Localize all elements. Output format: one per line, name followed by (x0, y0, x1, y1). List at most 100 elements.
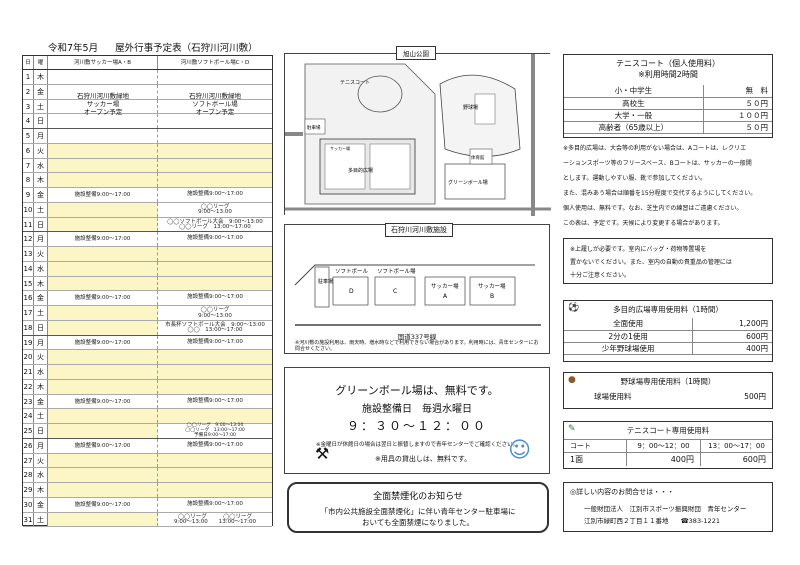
warning-box: ※上履しが必要です。室内にバッグ・荷物等置場を置かないでください。また、室内の自… (563, 238, 773, 284)
tennis-note-line: ※多目的広場は、大会等の利用がない場合は、Aコートは、レクリエ (563, 145, 747, 152)
contact-heading: ◎詳しい内容のお問合せは・・・ (570, 488, 675, 496)
tennis-note-line: ーションスポーツ等のフリースペース、Bコートは、サッカーの一般開 (563, 160, 752, 167)
schedule-weekday: 金 (34, 497, 48, 512)
greenball-title: グリーンボール場は、無料です。 (335, 384, 499, 397)
greenball-note2: ※用具の貸出しは、無料です。 (375, 455, 472, 463)
schedule-day: 15 (23, 276, 34, 291)
schedule-day: 11 (23, 217, 34, 232)
svg-text:B: B (490, 293, 494, 300)
gateball-stick-icon: ⚒ (315, 444, 330, 463)
schedule-day: 4 (23, 114, 34, 128)
schedule-weekday: 月 (34, 438, 48, 453)
riverside-drawing: 駐車場 ソフトボール D ソフトボール場 C サッカー場 A サッカー場 B (294, 264, 541, 326)
schedule-day: 22 (23, 379, 34, 394)
schedule-day: 10 (23, 202, 34, 217)
schedule-event: 施設整備9:00～17:00 (74, 295, 131, 302)
tennis-note-line: とします。運動しやすい服、靴で参加してください。 (563, 175, 706, 182)
schedule-cell-soccer: 施設整備9:00～17:00 (48, 232, 158, 246)
schedule-day: 16 (23, 291, 34, 305)
schedule-weekday: 金 (34, 291, 48, 305)
contact-box: ◎詳しい内容のお問合せは・・・ 一般財団法人 江別市スポーツ振興財団 青年センタ… (563, 482, 773, 532)
warning-line: ※上履しが必要です。室内にバッグ・荷物等置場を (570, 246, 707, 253)
notice-body: 「市内公共施設全面禁煙化」に伴い青年センター駐車場に おいても全面禁煙になりまし… (320, 507, 516, 527)
baseball-value: 500円 (744, 392, 766, 401)
baseball-glove-icon: ● (568, 375, 576, 385)
soccer-ball-icon: ⚽ (568, 303, 580, 313)
schedule-cell-softball (158, 247, 272, 261)
map-green-ball (444, 163, 506, 200)
schedule-weekday: 日 (34, 320, 48, 335)
riverside-title: 石狩川河川敷施設 (385, 223, 453, 237)
baseball-fee-box: ● 野球場専用使用料（1時間） 球場使用料 500円 (563, 372, 773, 409)
loc-soccer-a: サッカー場 (431, 282, 459, 290)
schedule-weekday: 土 (34, 99, 48, 114)
contact-address: 江別市緑町西２丁目１１番地 (584, 517, 669, 525)
schedule-cell-soccer (48, 483, 158, 497)
baseball-label: 球場使用料 (594, 392, 632, 401)
schedule-cell-soccer (48, 350, 158, 364)
svg-text:D: D (349, 288, 354, 295)
tennis-fee-value: １００円 (703, 109, 772, 122)
schedule-header-cell: 河川敷ソフトボール場C・D (180, 60, 250, 66)
schedule-weekday: 金 (34, 394, 48, 409)
baseball-title: 野球場専用使用料（1時間） (620, 377, 716, 386)
schedule-cell-softball (158, 261, 272, 276)
schedule-weekday: 日 (34, 217, 48, 232)
schedule-cell-soccer (48, 143, 158, 158)
schedule-cell-softball (158, 453, 272, 468)
schedule-cell-soccer: 施設整備9:00～17:00 (48, 438, 158, 453)
tennis-notes: ※多目的広場は、大会等の利用がない場合は、Aコートは、レクリエーションスポーツ等… (563, 141, 775, 231)
schedule-day: 18 (23, 320, 34, 335)
multi-fee-value: 1,200円 (692, 318, 772, 331)
multi-fee-value: 600円 (692, 330, 772, 343)
schedule-cell-soccer: 施設整備9:00～17:00 (48, 335, 158, 350)
schedule-cell-softball (158, 468, 272, 482)
schedule-weekday: 金 (34, 188, 48, 202)
schedule-day: 13 (23, 247, 34, 261)
contact-phone: ☎383-1221 (680, 517, 720, 525)
schedule-weekday: 火 (34, 143, 48, 158)
map-label-soccer: サッカー場 (330, 145, 350, 151)
riverside-map: 石狩川河川敷施設 駐車場 ソフトボール D ソフトボール場 C サッカー場 A … (284, 223, 550, 354)
greenball-note1: ※金曜日が休館日の場合は翌日と振替しますので青年センターでご確認ください。 (315, 442, 519, 448)
schedule-day: 17 (23, 306, 34, 320)
schedule-weekday: 月 (34, 129, 48, 143)
tennis-fee-value: ５０円 (703, 121, 772, 134)
schedule-cell-softball (158, 409, 272, 423)
tennis-title: テニスコート（個人使用料） (616, 59, 720, 68)
schedule-cell-softball: 施設整備9:00～17:00 (158, 497, 272, 512)
schedule-cell-softball (158, 129, 272, 143)
loc-softball-c: ソフトボール場 (377, 267, 416, 275)
loc-parking: 駐車場 (318, 278, 333, 285)
tennis-fee-value: 無 料 (703, 85, 772, 98)
road-label: 国道337号線 (397, 333, 437, 341)
schedule-event: 施設整備9:00～17:00 (187, 338, 243, 345)
greenball-info: グリーンボール場は、無料です。 施設整備日 毎週水曜日 ９：３０～１２：００ ※… (284, 367, 550, 474)
schedule-day: 7 (23, 158, 34, 173)
schedule-cell-soccer (48, 365, 158, 379)
schedule-weekday: 木 (34, 173, 48, 187)
schedule-cell-softball (158, 276, 272, 291)
schedule-cell-softball (158, 114, 272, 128)
multi-fee-label: 少年野球場使用 (564, 342, 694, 355)
schedule-cell-soccer (48, 453, 158, 468)
schedule-header-cell: 河川敷サッカー場A・B (48, 56, 158, 69)
schedule-cell-soccer: 施設整備9:00～17:00 (48, 394, 158, 409)
schedule-cell-softball: 施設整備9:00～17:00 (158, 291, 272, 305)
